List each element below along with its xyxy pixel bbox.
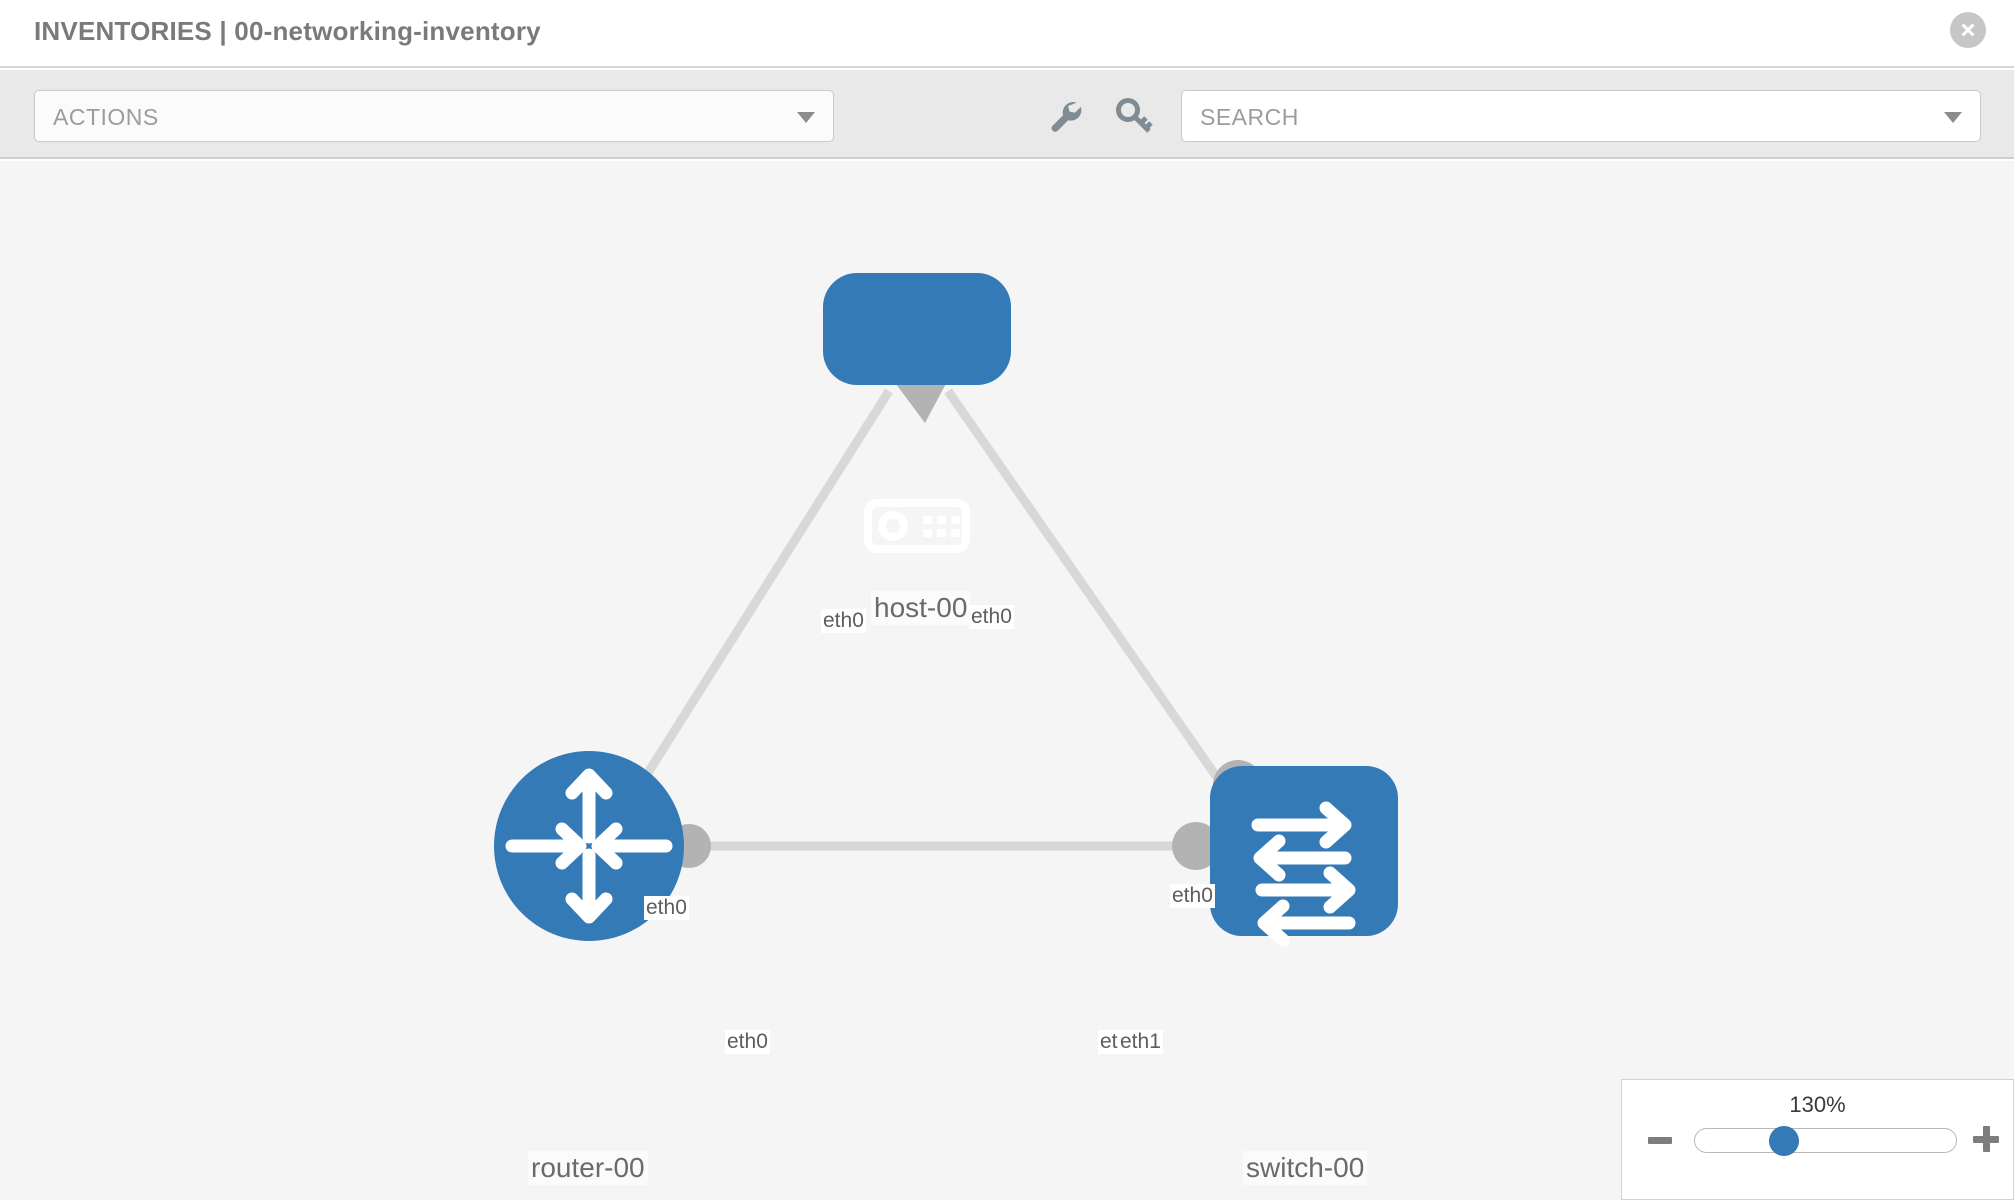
chevron-down-icon [797,112,815,123]
actions-dropdown-label: ACTIONS [53,104,159,130]
node-label-switch-00: switch-00 [1243,1151,1368,1185]
close-icon[interactable] [1950,12,1986,48]
router-arrows-icon [505,768,673,924]
node-host-00[interactable] [823,273,1011,553]
zoom-control-panel: 130% [1621,1079,2014,1200]
search-input[interactable]: SEARCH [1181,90,1981,142]
switch-arrows-icon [1251,801,1356,947]
page-title: INVENTORIES | 00-networking-inventory [34,16,541,46]
search-input-placeholder: SEARCH [1200,104,1299,130]
node-router-00[interactable] [494,751,684,941]
edge-label-switch-north: eth0 [1170,884,1215,908]
edge-host-router[interactable] [606,388,893,836]
server-icon [864,499,970,553]
page-header: INVENTORIES | 00-networking-inventory [0,0,2014,68]
key-icon[interactable] [1112,94,1156,138]
edge-label-host-west: eth0 [821,609,866,633]
node-label-host-00: host-00 [871,591,971,625]
zoom-in-button[interactable] [1973,1126,1999,1152]
actions-dropdown[interactable]: ACTIONS [34,90,834,142]
port-host-south[interactable] [890,376,950,423]
topology-canvas[interactable]: eth0 eth0 eth0 eth0 eth0 eth0 eth1 host-… [0,161,2014,1200]
port-switch-west[interactable] [1172,822,1220,870]
chevron-down-icon[interactable] [1944,112,1962,123]
edge-host-switch[interactable] [944,388,1236,802]
toolbar: ACTIONS SEARCH [0,70,2014,159]
edge-label-host-east: eth0 [969,605,1014,629]
zoom-slider-knob[interactable] [1769,1126,1799,1156]
node-switch-00[interactable] [1210,766,1398,947]
zoom-level-value: 130% [1789,1092,1846,1117]
zoom-slider-track[interactable] [1694,1128,1957,1153]
edge-label-switch-west-eth1: eth1 [1118,1030,1163,1054]
wrench-icon[interactable] [1043,94,1087,138]
topology-graph [494,273,1398,947]
edge-label-router-north: eth0 [644,896,689,920]
node-label-router-00: router-00 [528,1151,648,1185]
zoom-out-button[interactable] [1648,1137,1672,1144]
edge-label-router-east: eth0 [725,1030,770,1054]
